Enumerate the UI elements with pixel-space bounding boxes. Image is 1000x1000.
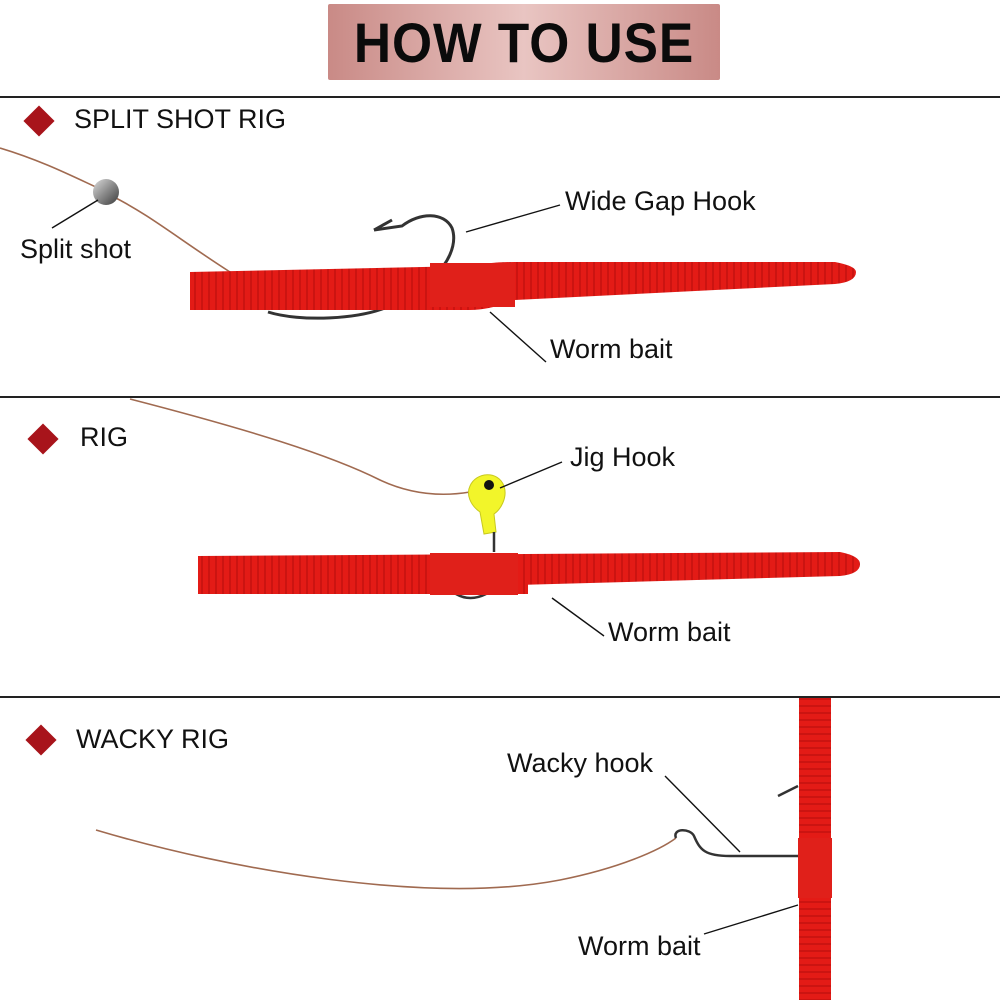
section-divider <box>0 396 1000 398</box>
jig-rig-illustration <box>129 398 860 637</box>
jig-hook-head <box>467 474 506 535</box>
section-divider <box>0 696 1000 698</box>
label-worm-bait: Worm bait <box>578 931 701 961</box>
split-shot-rig-illustration <box>0 147 856 363</box>
section-title-split-shot-rig: SPLIT SHOT RIG <box>74 104 287 134</box>
label-split-shot: Split shot <box>20 234 132 264</box>
label-wacky-hook: Wacky hook <box>507 748 654 778</box>
section-title-rig: RIG <box>80 422 129 452</box>
page-title: HOW TO USE <box>353 10 695 74</box>
wacky-rig-illustration <box>95 698 832 1000</box>
label-jig-hook: Jig Hook <box>570 442 676 472</box>
label-worm-bait: Worm bait <box>550 334 673 364</box>
section-title-wacky-rig: WACKY RIG <box>76 724 230 754</box>
title-banner: HOW TO USE <box>328 4 720 80</box>
label-wide-gap-hook: Wide Gap Hook <box>565 186 756 216</box>
section-divider <box>0 96 1000 98</box>
split-shot-weight <box>93 179 119 205</box>
label-worm-bait: Worm bait <box>608 617 731 647</box>
